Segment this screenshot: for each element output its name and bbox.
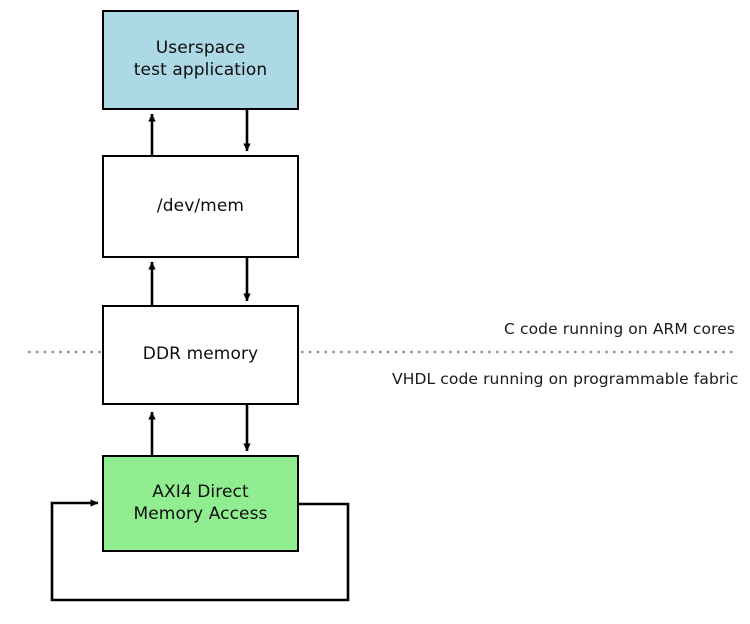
block-userspace-test-application[interactable]: Userspace test application	[102, 10, 299, 110]
block-axi4-direct-memory-access[interactable]: AXI4 Direct Memory Access	[102, 455, 299, 552]
block-dev-mem-label: /dev/mem	[156, 195, 245, 216]
divider-label-arm: C code running on ARM cores	[504, 320, 736, 338]
block-dev-mem[interactable]: /dev/mem	[102, 155, 299, 258]
block-ddr-memory[interactable]: DDR memory	[102, 305, 299, 405]
block-axi4-dma-label: AXI4 Direct Memory Access	[133, 481, 268, 524]
block-userspace-label: Userspace test application	[133, 38, 268, 80]
block-ddr-memory-label: DDR memory	[142, 344, 259, 365]
divider-label-vhdl: VHDL code running on programmable fabric	[392, 370, 739, 388]
